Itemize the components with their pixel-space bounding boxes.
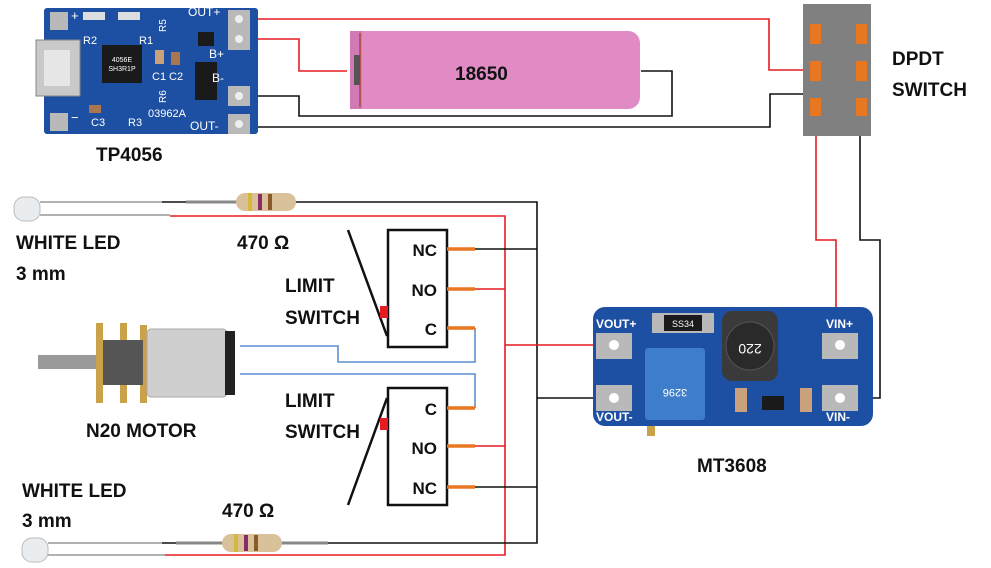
pin-label-vin-plus: VIN+ bbox=[826, 317, 853, 331]
potentiometer bbox=[645, 348, 705, 420]
pin-label-out-plus: OUT+ bbox=[188, 5, 220, 19]
pin-label-b-plus: B+ bbox=[209, 47, 224, 61]
tp4056-label: TP4056 bbox=[96, 145, 163, 166]
n20-motor: N20 MOTOR bbox=[38, 323, 235, 442]
tp4056-chip bbox=[102, 45, 142, 83]
wire-motor-a bbox=[240, 328, 476, 363]
dpdt-label-line1: DPDT bbox=[892, 49, 944, 70]
silk-c2: C2 bbox=[169, 71, 183, 83]
silk-minus: − bbox=[71, 110, 79, 125]
pin-c: C bbox=[425, 400, 437, 419]
battery-18650: 18650 bbox=[350, 31, 640, 109]
wire-b-plus-battery bbox=[240, 38, 347, 72]
chip-marking: SH3R1P bbox=[108, 66, 136, 73]
dpdt-switch: DPDT SWITCH bbox=[803, 4, 967, 136]
silk-r1: R1 bbox=[139, 35, 153, 47]
dpdt-label-line2: SWITCH bbox=[892, 80, 967, 101]
led-bottom-label-line1: WHITE LED bbox=[22, 481, 127, 502]
wire-out-plus-dpdt bbox=[240, 18, 808, 71]
silk-r6: R6 bbox=[158, 90, 169, 103]
pin-c: C bbox=[425, 320, 437, 339]
silk-r5: R5 bbox=[158, 19, 169, 32]
led-bottom-label-line2: 3 mm bbox=[22, 511, 72, 532]
silk-c1: C1 bbox=[152, 71, 166, 83]
motor-can bbox=[146, 328, 228, 398]
wire-led-positive-rail bbox=[165, 215, 506, 556]
tp4056-module: 4056E SH3R1P + − R2 R1 C1 C2 C3 R3 03962… bbox=[35, 5, 258, 166]
wire-battery-b-minus bbox=[240, 70, 673, 117]
resistor-body bbox=[222, 534, 282, 552]
resistor-top-label: 470 Ω bbox=[237, 233, 289, 254]
mt3608-label: MT3608 bbox=[697, 456, 767, 477]
dpdt-pin bbox=[810, 98, 821, 116]
wire-motor-b bbox=[240, 373, 476, 408]
pin-label-vout-minus: VOUT- bbox=[596, 410, 633, 424]
chip-marking: 4056E bbox=[112, 57, 133, 64]
wire-res-bottom-gnd bbox=[328, 398, 538, 544]
dpdt-pin bbox=[810, 61, 821, 81]
resistor-top: 470 Ω bbox=[186, 193, 296, 254]
silk-c3: C3 bbox=[91, 117, 105, 129]
led-lens bbox=[21, 537, 49, 563]
led-top: WHITE LED 3 mm bbox=[13, 196, 170, 285]
pin-label-vin-minus: VIN- bbox=[826, 410, 850, 424]
diode-ss34 bbox=[664, 315, 702, 331]
limit-switch-bottom: C NO NC LIMIT SWITCH bbox=[285, 386, 475, 507]
limit-switch-bottom-label-line1: LIMIT bbox=[285, 391, 335, 412]
mt3608-module: VOUT+ VOUT- VIN+ VIN- SS34 220 3296 MT36… bbox=[593, 307, 873, 477]
diode-label: SS34 bbox=[672, 319, 694, 329]
dpdt-pin bbox=[856, 98, 867, 116]
led-lens bbox=[13, 196, 41, 222]
led-top-label-line1: WHITE LED bbox=[16, 233, 121, 254]
wire-res-top-gnd bbox=[296, 201, 538, 398]
dpdt-pin bbox=[856, 61, 867, 81]
pin-label-out-minus: OUT- bbox=[190, 119, 219, 133]
led-top-label-line2: 3 mm bbox=[16, 264, 66, 285]
limit-switch-bottom-label-line2: SWITCH bbox=[285, 422, 360, 443]
wires bbox=[162, 18, 881, 556]
pot-label: 3296 bbox=[663, 386, 687, 398]
silk-r3: R3 bbox=[128, 117, 142, 129]
motor-label: N20 MOTOR bbox=[86, 421, 197, 442]
pin-no: NO bbox=[412, 439, 438, 458]
pin-nc: NC bbox=[412, 479, 437, 498]
inductor-label: 220 bbox=[738, 341, 762, 357]
silk-r2: R2 bbox=[83, 35, 97, 47]
switch-actuator bbox=[380, 306, 388, 318]
resistor-bottom-label: 470 Ω bbox=[222, 501, 274, 522]
limit-switch-top: NC NO C LIMIT SWITCH bbox=[285, 228, 475, 349]
resistor-bottom: 470 Ω bbox=[176, 501, 328, 552]
dpdt-pin bbox=[810, 24, 821, 44]
switch-actuator bbox=[380, 418, 388, 430]
switch-body bbox=[386, 228, 449, 349]
pin-label-vout-plus: VOUT+ bbox=[596, 317, 636, 331]
battery-label: 18650 bbox=[455, 64, 508, 85]
silk-plus: + bbox=[71, 8, 79, 23]
switch-lever bbox=[346, 229, 389, 337]
pin-label-b-minus: B- bbox=[212, 71, 224, 85]
silk-code: 03962A bbox=[148, 108, 187, 120]
limit-switch-top-label-line1: LIMIT bbox=[285, 276, 335, 297]
led-bottom: WHITE LED 3 mm bbox=[21, 481, 165, 563]
battery-body bbox=[350, 31, 640, 109]
dpdt-pin bbox=[856, 24, 867, 44]
switch-lever bbox=[346, 397, 389, 506]
limit-switch-top-label-line2: SWITCH bbox=[285, 308, 360, 329]
mounting-pad bbox=[50, 12, 68, 30]
protection-chip bbox=[195, 62, 217, 100]
pin-nc: NC bbox=[412, 241, 437, 260]
wire-dpdt-vin-plus bbox=[815, 110, 837, 345]
resistor-body bbox=[236, 193, 296, 211]
pin-no: NO bbox=[412, 281, 438, 300]
mounting-pad bbox=[50, 113, 68, 131]
motor-shaft bbox=[38, 355, 96, 369]
